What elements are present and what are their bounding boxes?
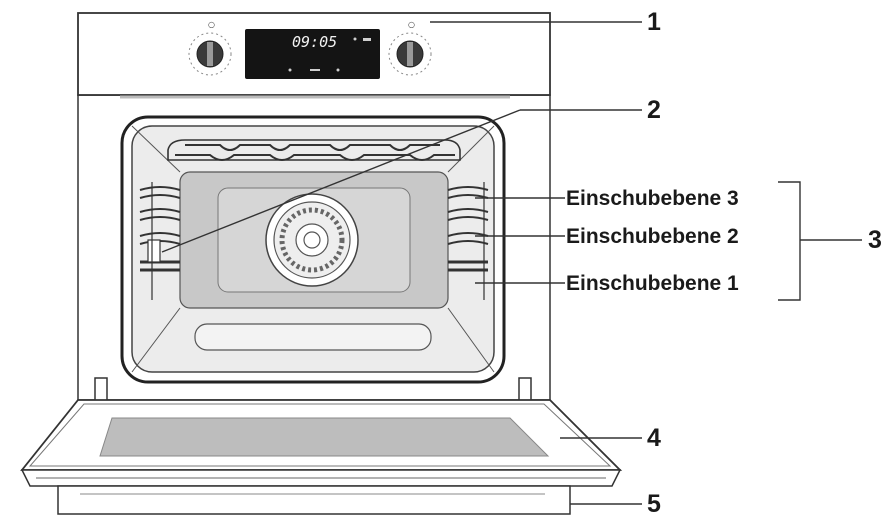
- svg-text:○: ○: [208, 20, 215, 29]
- left-knob: ○: [188, 20, 232, 76]
- callout-2: 2: [647, 96, 661, 124]
- door-glass: [99, 417, 550, 457]
- callout-3: 3: [868, 226, 882, 254]
- callout-1: 1: [647, 8, 661, 36]
- control-panel: ○ 09:05 ○: [77, 12, 551, 99]
- callout-5: 5: [647, 490, 661, 518]
- shelf-level-2-label: Einschubebene 2: [566, 225, 739, 248]
- right-shelf-rails: [447, 182, 489, 300]
- display-time: 09:05: [292, 33, 337, 51]
- bottom-drawer: [57, 485, 571, 515]
- leader-lines: [161, 21, 862, 505]
- svg-text:○: ○: [408, 20, 415, 29]
- left-shelf-rails: [139, 182, 181, 300]
- oven-door: [20, 377, 623, 487]
- shelf-level-3-label: Einschubebene 3: [566, 187, 739, 210]
- shelf-level-1-label: Einschubebene 1: [566, 272, 739, 295]
- display-screen: 09:05: [245, 29, 380, 79]
- callout-4: 4: [647, 424, 661, 452]
- convection-fan-icon: [265, 193, 359, 287]
- right-knob: ○: [388, 20, 432, 76]
